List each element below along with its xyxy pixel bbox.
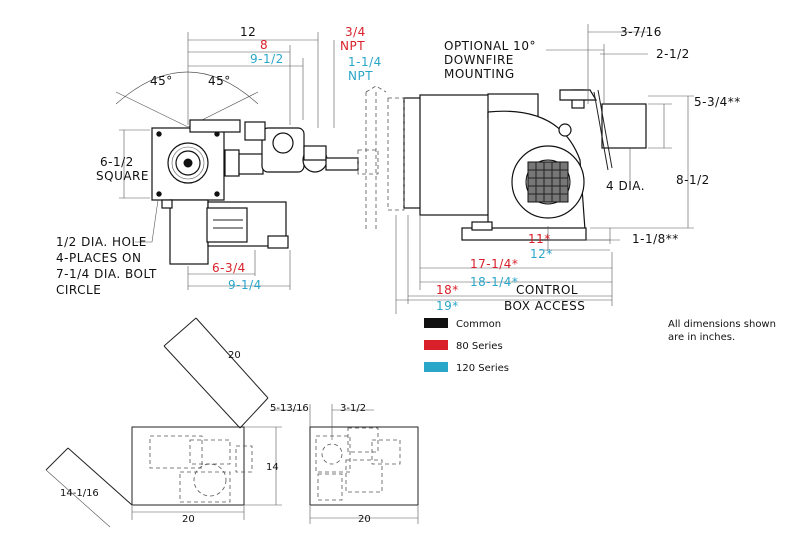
dim-3-7-16: 3-7/16 — [620, 25, 662, 39]
dim-18: 18* — [436, 283, 459, 297]
dim-11: 11* — [528, 232, 551, 246]
dim-5-13-16: 5-13/16 — [270, 403, 309, 414]
dim-5-3-4: 5-3/4** — [694, 95, 741, 109]
legend-note-1: All dimensions shown — [668, 319, 776, 330]
dim-20-diagonal: 20 — [228, 350, 241, 361]
dim-14: 14 — [266, 462, 279, 473]
fan-grille — [527, 161, 569, 203]
dim-6-3-4-red: 6-3/4 — [212, 261, 246, 275]
dim-1-1-8: 1-1/8** — [632, 232, 679, 246]
angle-45-right: 45° — [208, 74, 231, 88]
dim-9-1-2-blue: 9-1/2 — [250, 52, 284, 66]
dim-20-left: 20 — [182, 514, 195, 525]
legend-swatch-120 — [424, 362, 448, 372]
legend-swatch-common — [424, 318, 448, 328]
clearance-box-left — [131, 426, 245, 506]
legend-label-80: 80 Series — [456, 341, 503, 352]
dim-9-1-4-blue: 9-1/4 — [228, 278, 262, 292]
npt-blue-label: NPT — [348, 69, 373, 83]
dim-8-1-2: 8-1/2 — [676, 173, 710, 187]
dim-6-1-2: 6-1/2 — [100, 155, 134, 169]
clearance-view: 20 14-1/16 20 14 5-13/1 — [45, 317, 419, 528]
hole-note-line-2: 4-PLACES ON — [56, 251, 141, 265]
side-view: 12 8 9-1/2 45° 45° 6-1/2 SQUARE — [56, 25, 387, 297]
legend: Common 80 Series 120 Series All dimensio… — [424, 318, 776, 374]
control-box-1: CONTROL — [516, 283, 578, 297]
legend-label-120: 120 Series — [456, 363, 509, 374]
npt-red-label: NPT — [340, 39, 365, 53]
npt-blue-size: 1-1/4 — [348, 55, 382, 69]
dim-14-1-16: 14-1/16 — [60, 488, 99, 499]
optional-note-3: MOUNTING — [444, 67, 515, 81]
hole-note-line-4: CIRCLE — [56, 283, 101, 297]
angle-45-left: 45° — [150, 74, 173, 88]
dim-18-1-4: 18-1/4* — [470, 275, 518, 289]
hole-note-line-1: 1/2 DIA. HOLE — [56, 235, 147, 249]
dim-2-1-2: 2-1/2 — [656, 47, 690, 61]
dim-8-red: 8 — [260, 38, 268, 52]
dim-17-1-4: 17-1/4* — [470, 257, 518, 271]
dim-3-1-2: 3-1/2 — [340, 403, 366, 414]
optional-note-1: OPTIONAL 10° — [444, 39, 536, 53]
legend-note-2: are in inches. — [668, 332, 735, 343]
control-box-2: BOX ACCESS — [504, 299, 585, 313]
dim-12-common: 12 — [240, 25, 256, 39]
dim-4-dia: 4 DIA. — [606, 179, 645, 193]
dim-square: SQUARE — [96, 169, 149, 183]
hole-note-line-3: 7-1/4 DIA. BOLT — [56, 267, 157, 281]
optional-note-2: DOWNFIRE — [444, 53, 514, 67]
legend-swatch-80 — [424, 340, 448, 350]
legend-label-common: Common — [456, 319, 501, 330]
dim-12: 12* — [530, 247, 553, 261]
front-view: OPTIONAL 10° DOWNFIRE MOUNTING 3-7/16 2-… — [387, 24, 741, 314]
clearance-box-right — [309, 426, 419, 506]
npt-red-size: 3/4 — [345, 25, 366, 39]
dim-20-right: 20 — [358, 514, 371, 525]
dim-19: 19* — [436, 299, 459, 313]
